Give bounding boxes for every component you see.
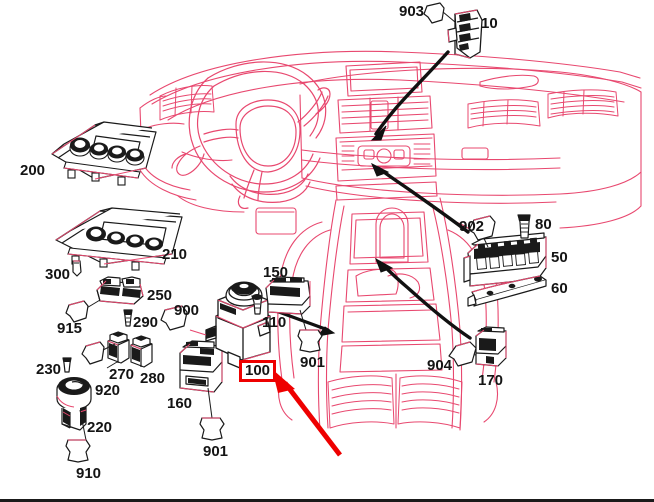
tag-904: [448, 341, 477, 367]
callout-902: 902: [459, 218, 485, 235]
part-230-screw: [62, 357, 72, 373]
part-160-module: [179, 340, 223, 419]
tag-910: [65, 439, 91, 463]
callout-920: 920: [95, 382, 121, 399]
leader-arrow-902: [371, 162, 470, 234]
tag-901-lower: [199, 417, 225, 441]
tag-900: [160, 305, 188, 331]
callout-250: 250: [147, 287, 173, 304]
callout-901-upper: 901: [300, 354, 326, 371]
tag-901-upper: [297, 329, 323, 353]
part-200-control-panel: [51, 121, 157, 186]
callout-170: 170: [478, 372, 504, 389]
dashboard-illustration: [139, 50, 642, 431]
callout-80: 80: [535, 216, 552, 233]
callout-160: 160: [167, 395, 193, 412]
tag-915: [65, 300, 89, 323]
callout-200: 200: [20, 162, 46, 179]
part-210-control-panel: [55, 207, 183, 271]
callout-903: 903: [399, 3, 425, 20]
callout-150: 150: [263, 264, 289, 281]
callout-300: 300: [45, 266, 71, 283]
callout-280: 280: [140, 370, 166, 387]
leader-arrows-group: [266, 50, 472, 340]
part-250-switch-cluster: [79, 276, 144, 313]
callout-900: 900: [174, 302, 200, 319]
part-270-switch: [106, 331, 130, 369]
leader-arrow-904: [375, 257, 472, 340]
callout-230: 230: [36, 361, 62, 378]
callout-270: 270: [109, 366, 135, 383]
callout-100-highlighted: 100: [239, 360, 277, 382]
part-80-screw: [517, 214, 531, 239]
tag-920: [81, 341, 116, 365]
callout-60: 60: [551, 280, 568, 297]
tag-903: [423, 2, 456, 24]
part-60-trim-strip: [467, 275, 547, 307]
callout-290: 290: [133, 314, 159, 331]
tag-902: [468, 215, 496, 241]
callout-110: 110: [262, 314, 287, 331]
part-280-switch: [130, 335, 153, 368]
callout-915: 915: [57, 320, 83, 337]
callout-210: 210: [162, 246, 188, 263]
part-220-ignition-switch: [56, 377, 92, 441]
leader-arrow-903: [370, 50, 450, 141]
callout-901-lower: 901: [203, 443, 229, 460]
part-170-relay: [459, 326, 507, 367]
part-10-window-switch: [447, 9, 483, 59]
part-110-screw: [251, 294, 263, 315]
highlight-arrow: [272, 369, 342, 457]
callout-910: 910: [76, 465, 102, 482]
part-300-clip: [72, 260, 82, 277]
callout-904: 904: [427, 357, 453, 374]
callout-10: 10: [481, 15, 498, 32]
callout-220: 220: [87, 419, 113, 436]
callout-50: 50: [551, 249, 568, 266]
part-150-switch-module: [265, 276, 311, 331]
part-290-bolt: [123, 309, 133, 327]
